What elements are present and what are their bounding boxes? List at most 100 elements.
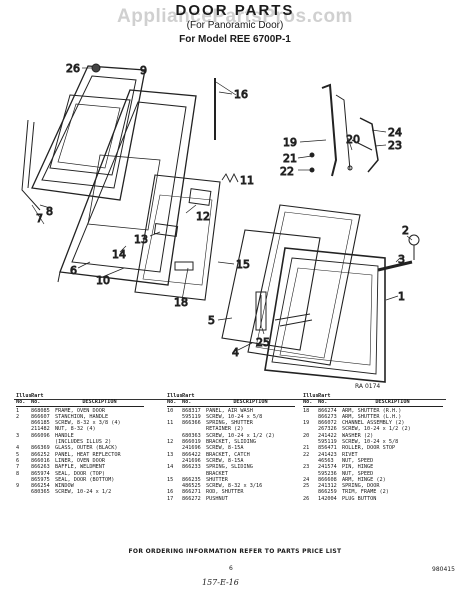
part-description: PANEL, HEAT REFLECTOR [55, 451, 121, 458]
callout-5: 5 [208, 314, 215, 327]
illus-number: 1 [16, 407, 20, 414]
table-header-line2: No. No. DESCRIPTION [303, 399, 443, 407]
header-no: No. [303, 399, 313, 406]
part-hinge-assembly [309, 83, 379, 177]
callout-2: 2 [402, 224, 409, 237]
handwritten-note: 157-E-16 [202, 578, 239, 587]
table-row: 267326 SCREW, 10-24 x 1/2 (2) [303, 426, 443, 432]
part-number: 486525 [182, 483, 201, 490]
callout-15: 15 [236, 258, 250, 271]
part-description: BRACKET, SLIDING [206, 439, 256, 446]
part-number: 865975 [31, 476, 50, 483]
callout-22: 22 [280, 165, 294, 178]
part-handle [377, 234, 420, 272]
part-description: PUSHNUT [206, 495, 228, 502]
callout-26: 26 [66, 62, 80, 75]
part-description: (INCLUDES ILLUS 2) [55, 439, 112, 446]
callout-11: 11 [240, 174, 254, 187]
document-code: 980415 [432, 566, 455, 573]
illus-number: 8 [16, 470, 20, 477]
header-description: DESCRIPTION [375, 399, 410, 406]
part-number: 866252 [31, 451, 50, 458]
part-number: 680363 [182, 432, 201, 439]
part-shutter-spring [221, 172, 239, 184]
table-row: (INCLUDES ILLUS 2) [16, 439, 144, 445]
part-number: 866019 [182, 439, 201, 446]
part-heat-reflector [221, 229, 321, 351]
table-row: 12 866019 BRACKET, SLIDING [167, 439, 295, 445]
part-description: SPRING, SLIDING [206, 464, 253, 471]
illus-number: 20 [303, 432, 310, 439]
table-row: RETAINER (2) [167, 426, 295, 432]
callout-labels: 26 9 16 19 20 24 23 21 22 11 7 8 12 13 1… [36, 62, 410, 360]
callout-18: 18 [174, 296, 188, 309]
part-description: PIN, HINGE [342, 464, 374, 471]
part-window-frame [31, 65, 146, 201]
illus-number: 9 [16, 483, 20, 490]
callout-13: 13 [134, 233, 148, 246]
callout-14: 14 [112, 248, 126, 261]
part-number: 866096 [31, 432, 50, 439]
part-description: BAFFLE, WELDMENT [55, 464, 105, 471]
illus-number: 12 [167, 439, 174, 446]
illus-number: 4 [16, 445, 20, 452]
header-no: No. [167, 399, 177, 406]
illus-number: 14 [167, 464, 174, 471]
exploded-door-diagram: 26 9 16 19 20 24 23 21 22 11 7 8 12 13 1… [21, 62, 420, 383]
part-number: 267326 [318, 426, 337, 433]
part-description: ROLLER, DOOR STOP [342, 445, 396, 452]
part-description: TRIM, FRAME (2) [342, 489, 389, 496]
part-number: 595119 [182, 413, 201, 420]
part-number: 866366 [182, 420, 201, 427]
part-description: WASHER (2) [342, 432, 374, 439]
part-description: RIVET [342, 451, 358, 458]
part-description: ARM, SHUTTER (R.H.) [342, 407, 402, 414]
illus-number: 15 [167, 476, 174, 483]
part-door-seals [21, 119, 41, 211]
table-row: 20 241422 WASHER (2) [303, 433, 443, 439]
illus-number: 19 [303, 420, 310, 427]
part-number: 241422 [318, 432, 337, 439]
page-subtitle: (For Panoramic Door) [186, 20, 284, 31]
part-number: 866369 [31, 445, 50, 452]
part-description: SCREW, 10-24 x 1/2 (2) [342, 426, 411, 433]
part-description: SCREW, 10-24 x 5/8 [342, 439, 399, 446]
illus-number: 7 [16, 464, 20, 471]
part-description: SCREW, 8-32 x 3/16 [206, 483, 263, 490]
callout-7: 7 [36, 212, 43, 225]
part-description: CHANNEL ASSEMBLY (2) [342, 420, 405, 427]
illus-number: 18 [303, 407, 310, 414]
callout-10: 10 [96, 274, 110, 287]
callout-16: 16 [234, 88, 248, 101]
header-no: No. [16, 399, 26, 406]
part-number: 866422 [182, 451, 201, 458]
ordering-note: FOR ORDERING INFORMATION REFER TO PARTS … [128, 548, 342, 555]
watermark: AppliancePartsPros.com [117, 6, 353, 27]
part-number: 866271 [182, 489, 201, 496]
header-part-no: No. [31, 399, 41, 406]
part-description: ARM, SHUTTER (L.H.) [342, 413, 402, 420]
part-description: SCREW, 8-15A [206, 445, 244, 452]
page-number: 6 [229, 565, 233, 572]
header-part-no: No. [318, 399, 328, 406]
figure-code: RA 0174 [355, 383, 381, 390]
illus-number: 17 [167, 495, 174, 502]
part-description: RETAINER (2) [206, 426, 244, 433]
part-description: WINDOW [55, 483, 74, 490]
